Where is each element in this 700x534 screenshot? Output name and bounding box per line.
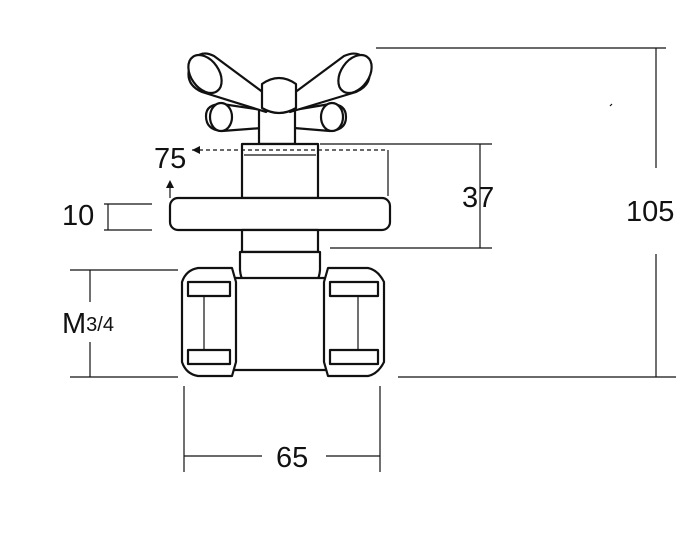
handle-arm-back-left	[204, 101, 264, 133]
dimension-105	[376, 47, 676, 378]
upper-spindle	[240, 142, 320, 200]
label-thread-fraction: 3/4	[86, 314, 114, 336]
dimension-10	[104, 203, 152, 231]
dimension-65	[183, 386, 381, 472]
label-105: 105	[626, 196, 674, 228]
dimension-37	[320, 143, 492, 249]
label-thread-size: M3/4	[62, 308, 114, 340]
dimension-thread	[70, 269, 178, 378]
cross-handle	[187, 52, 373, 146]
valve-body	[180, 266, 386, 378]
cover-plate	[168, 196, 392, 232]
handle-hub	[260, 76, 298, 115]
handle-arm-front-left	[187, 52, 278, 114]
dimension-75	[166, 146, 389, 198]
handle-arm-back-right	[292, 101, 348, 133]
label-65: 65	[276, 442, 308, 474]
label-37: 37	[462, 182, 494, 214]
label-10: 10	[62, 200, 94, 232]
label-thread-main: M	[62, 308, 86, 340]
left-hex-nut	[180, 266, 238, 378]
label-75: 75	[154, 143, 186, 175]
handle-arm-front-right	[280, 52, 373, 114]
right-hex-nut	[322, 266, 386, 378]
